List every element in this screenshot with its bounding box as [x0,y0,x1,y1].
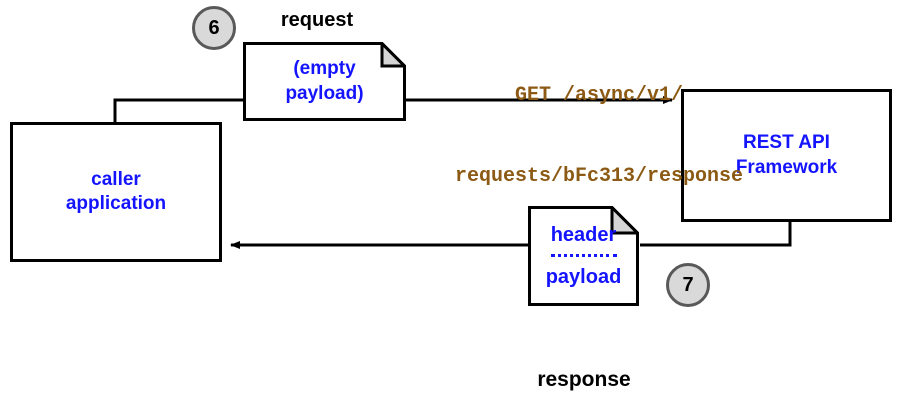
step-badge-7: 7 [666,263,710,307]
empty-payload-label-line2: payload) [285,82,364,104]
node-caller-application[interactable]: caller application [10,122,222,262]
rest-api-framework-label-line1: REST API [743,132,830,154]
step-badge-7-number: 7 [682,273,694,296]
step-badge-6: 6 [192,6,236,50]
header-payload-label-header: header [550,224,617,246]
step-badge-6-number: 6 [208,16,220,39]
caller-application-label: caller application [66,168,166,217]
label-response-caption-line1: response [537,368,631,392]
rest-api-framework-label-line2: Framework [735,156,838,178]
label-get-request-url: GET /async/v1/ requests/bFc313/response [404,28,794,244]
document-shape-icon [243,42,406,121]
empty-payload-label: (empty payload) [243,42,406,121]
empty-payload-label-line1: (empty [293,57,356,79]
label-get-request-url-line2: requests/bFc313/response [454,165,744,188]
label-get-request-url-line1: GET /async/v1/ [514,84,684,107]
header-payload-label-payload: payload [545,266,622,288]
node-rest-api-framework[interactable]: REST API Framework [681,89,892,222]
header-payload-label: header payload [528,206,639,306]
header-payload-divider [550,254,617,257]
node-empty-payload-document[interactable]: (empty payload) [243,42,406,121]
caller-application-label-line2: application [65,193,167,214]
label-response-caption: response to original request [500,311,668,408]
connector-caller-to-request-doc [113,98,245,124]
node-header-payload-document[interactable]: header payload [528,206,639,306]
caller-application-label-line1: caller [91,168,141,190]
label-request: request [280,9,354,31]
rest-api-framework-label: REST API Framework [736,131,837,180]
